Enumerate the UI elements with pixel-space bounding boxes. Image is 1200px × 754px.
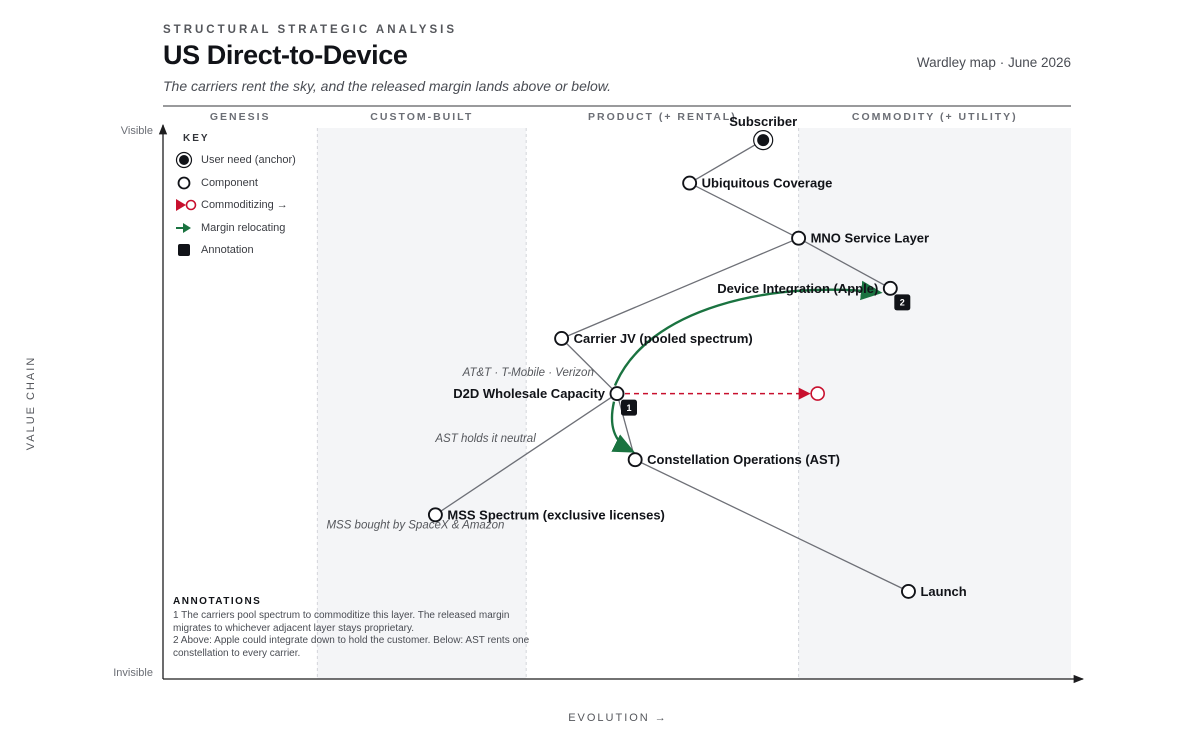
annotation-icon [178,244,190,257]
margin-arrows [610,280,883,453]
page-title: US Direct-to-Device [163,40,408,70]
component-label-mss: MSS Spectrum (exclusive licenses) [447,507,664,522]
evolution-movement [625,386,825,401]
anchor-dot-subscriber [757,134,770,147]
key-title: KEY [183,133,210,144]
stage-label-custom: CUSTOM-BUILT [370,111,473,123]
link-mno-device [798,237,891,289]
key-item-component: Component [175,172,325,195]
component-device [882,280,898,296]
stage-label-product: PRODUCT (+ RENTAL) [588,111,737,123]
note-mss_sale: MSS bought by SpaceX & Amazon [326,520,504,532]
link-mno-jv [561,237,799,340]
badge-1 [621,399,637,416]
component-label-launch: Launch [920,584,966,599]
x-axis-label: EVOLUTION → [568,712,668,724]
key-label-commoditizing: Commoditizing → [201,199,288,212]
stage-label-commodity: COMMODITY (+ UTILITY) [852,111,1018,123]
margin-arrow-constellation [610,401,636,453]
component-d2d [609,386,625,402]
badge-text-1: 1 [626,403,631,413]
component-jv [554,331,570,346]
link-constellation-launch [634,459,909,592]
stage-band-custom [317,128,527,679]
margin-arrow-device [613,280,883,387]
note-ast: AST holds it neutral [434,433,536,445]
margin-arrow-icon [176,222,191,233]
eyebrow: STRUCTURAL STRATEGIC ANALYSIS [163,24,458,36]
annotations-panel: ANNOTATIONS 1 The carriers pool spectrum… [173,596,533,661]
map-key: KEY User need (anchor) Component Commodi… [175,133,325,262]
component-launch [901,583,916,599]
evolution-stages: GENESIS CUSTOM-BUILT PRODUCT (+ RENTAL) COM… [210,111,1071,679]
annotations-title: ANNOTATIONS [173,596,262,607]
key-item-anchor: User need (anchor) [175,149,325,172]
note-carriers: AT&T · T-Mobile · Verizon [462,367,594,379]
component-label-device: Device Integration (Apple) [717,281,878,296]
component-mss [427,507,443,523]
component-label-subscriber: Subscriber [729,114,797,129]
annotation-2: 2 Above: Apple could integrate down to h… [173,635,530,660]
key-item-commoditizing: Commoditizing → [175,194,325,217]
component-label-coverage: Ubiquitous Coverage [702,176,833,191]
component-label-constellation: Constellation Operations (AST) [647,452,840,467]
link-coverage-mno [689,182,799,239]
commoditizing-target [810,386,825,401]
link-subscriber-coverage [689,139,764,184]
annotation-1: 1 The carriers pool spectrum to commodit… [173,609,510,634]
y-axis-top-label: Visible [120,125,153,137]
component-icon [177,176,191,190]
component-constellation [627,452,643,468]
component-coverage [682,175,698,191]
key-label-margin: Margin relocating [201,221,286,234]
link-d2d-mss [435,393,618,516]
key-label-component: Component [201,176,258,189]
badge-2 [894,294,911,311]
key-item-annotation: Annotation [175,239,325,262]
stage-label-genesis: GENESIS [210,111,271,123]
component-label-mno: MNO Service Layer [811,231,930,246]
stage-band-commodity [798,128,1071,679]
component-label-d2d: D2D Wholesale Capacity [453,386,605,401]
subtitle: The carriers rent the sky, and the relea… [163,78,611,94]
key-label-annotation: Annotation [201,244,254,257]
commoditizing-icon [176,199,197,212]
key-item-margin: Margin relocating [175,217,325,240]
component-label-jv: Carrier JV (pooled spectrum) [574,331,753,346]
annotation-badges: 12 [621,294,911,416]
component-mno [791,230,807,246]
badge-text-2: 2 [900,298,905,308]
key-label-anchor: User need (anchor) [201,154,296,167]
link-jv-d2d [561,338,618,395]
commoditizing-arrowhead [798,387,811,400]
map-meta: Wardley map · June 2026 [916,55,1071,70]
anchor-icon [175,152,193,169]
y-axis-bottom-label: Invisible [113,667,153,679]
